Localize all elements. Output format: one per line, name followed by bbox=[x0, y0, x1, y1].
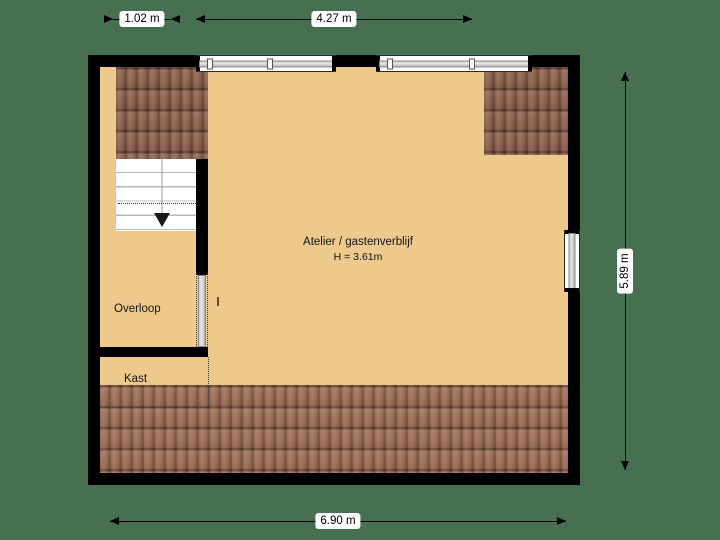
window-right[interactable] bbox=[564, 230, 580, 292]
arrow-right-icon bbox=[171, 15, 180, 23]
sliding-door[interactable] bbox=[198, 275, 206, 347]
dimension-bottom: 6.90 m bbox=[110, 513, 566, 529]
partition-wall-horizontal bbox=[100, 347, 208, 357]
main-room-height: H = 3.61m bbox=[333, 251, 383, 263]
stair-break-line bbox=[118, 203, 206, 204]
roof-area-top-right bbox=[484, 67, 568, 155]
window-mullion bbox=[469, 58, 475, 69]
window-glass bbox=[199, 60, 333, 67]
landing-name: Overloop bbox=[114, 303, 161, 315]
main-room-name: Atelier / gastenverblijf bbox=[303, 236, 413, 248]
door-swing-tick bbox=[217, 297, 219, 306]
roof-area-top-left bbox=[116, 67, 208, 159]
arrow-right-icon bbox=[557, 517, 566, 525]
room-label-main: Atelier / gastenverblijf H = 3.61m bbox=[303, 235, 413, 264]
sliding-door-track-outer bbox=[207, 273, 208, 351]
window-jamb-top bbox=[565, 230, 579, 234]
dimension-top-left: 1.02 m bbox=[104, 11, 180, 27]
closet-name: Kast bbox=[124, 373, 148, 385]
sliding-door-track bbox=[196, 273, 197, 351]
window-glass bbox=[568, 233, 576, 289]
arrow-left-icon bbox=[110, 517, 119, 525]
window-jamb-right bbox=[528, 56, 532, 71]
window-top-left[interactable] bbox=[196, 55, 336, 72]
arrow-left-icon bbox=[104, 15, 113, 23]
roof-area-bottom bbox=[100, 385, 568, 473]
dimension-top-left-label: 1.02 m bbox=[119, 11, 165, 27]
window-jamb-bottom bbox=[565, 288, 579, 292]
window-jamb-left bbox=[376, 56, 380, 71]
room-label-landing: Overloop bbox=[114, 302, 161, 317]
stair-walkline bbox=[161, 159, 163, 215]
interior-area: Overloop Kast Atelier / gastenverblijf H… bbox=[100, 67, 568, 473]
dimension-right-label: 5.89 m bbox=[617, 248, 633, 294]
arrow-down-icon bbox=[621, 461, 629, 470]
window-mullion bbox=[207, 58, 213, 69]
arrow-up-icon bbox=[621, 72, 629, 81]
dimension-top-right-label: 4.27 m bbox=[311, 11, 357, 27]
partition-wall-vertical-upper bbox=[196, 159, 208, 275]
stair-direction-down-icon bbox=[154, 213, 170, 227]
window-jamb-right bbox=[332, 56, 336, 71]
arrow-left-icon bbox=[196, 15, 205, 23]
window-mullion bbox=[387, 58, 393, 69]
window-mullion bbox=[267, 58, 273, 69]
room-label-closet: Kast bbox=[124, 372, 147, 387]
dimension-top-right: 4.27 m bbox=[196, 11, 472, 27]
window-glass bbox=[379, 60, 529, 67]
dimension-right: 5.89 m bbox=[617, 72, 633, 470]
arrow-right-icon bbox=[463, 15, 472, 23]
dimension-bottom-label: 6.90 m bbox=[315, 513, 361, 529]
building-outline: Overloop Kast Atelier / gastenverblijf H… bbox=[88, 55, 580, 485]
closet-outline bbox=[100, 357, 209, 408]
window-top-right[interactable] bbox=[376, 55, 532, 72]
staircase bbox=[116, 159, 208, 231]
window-jamb-left bbox=[196, 56, 200, 71]
